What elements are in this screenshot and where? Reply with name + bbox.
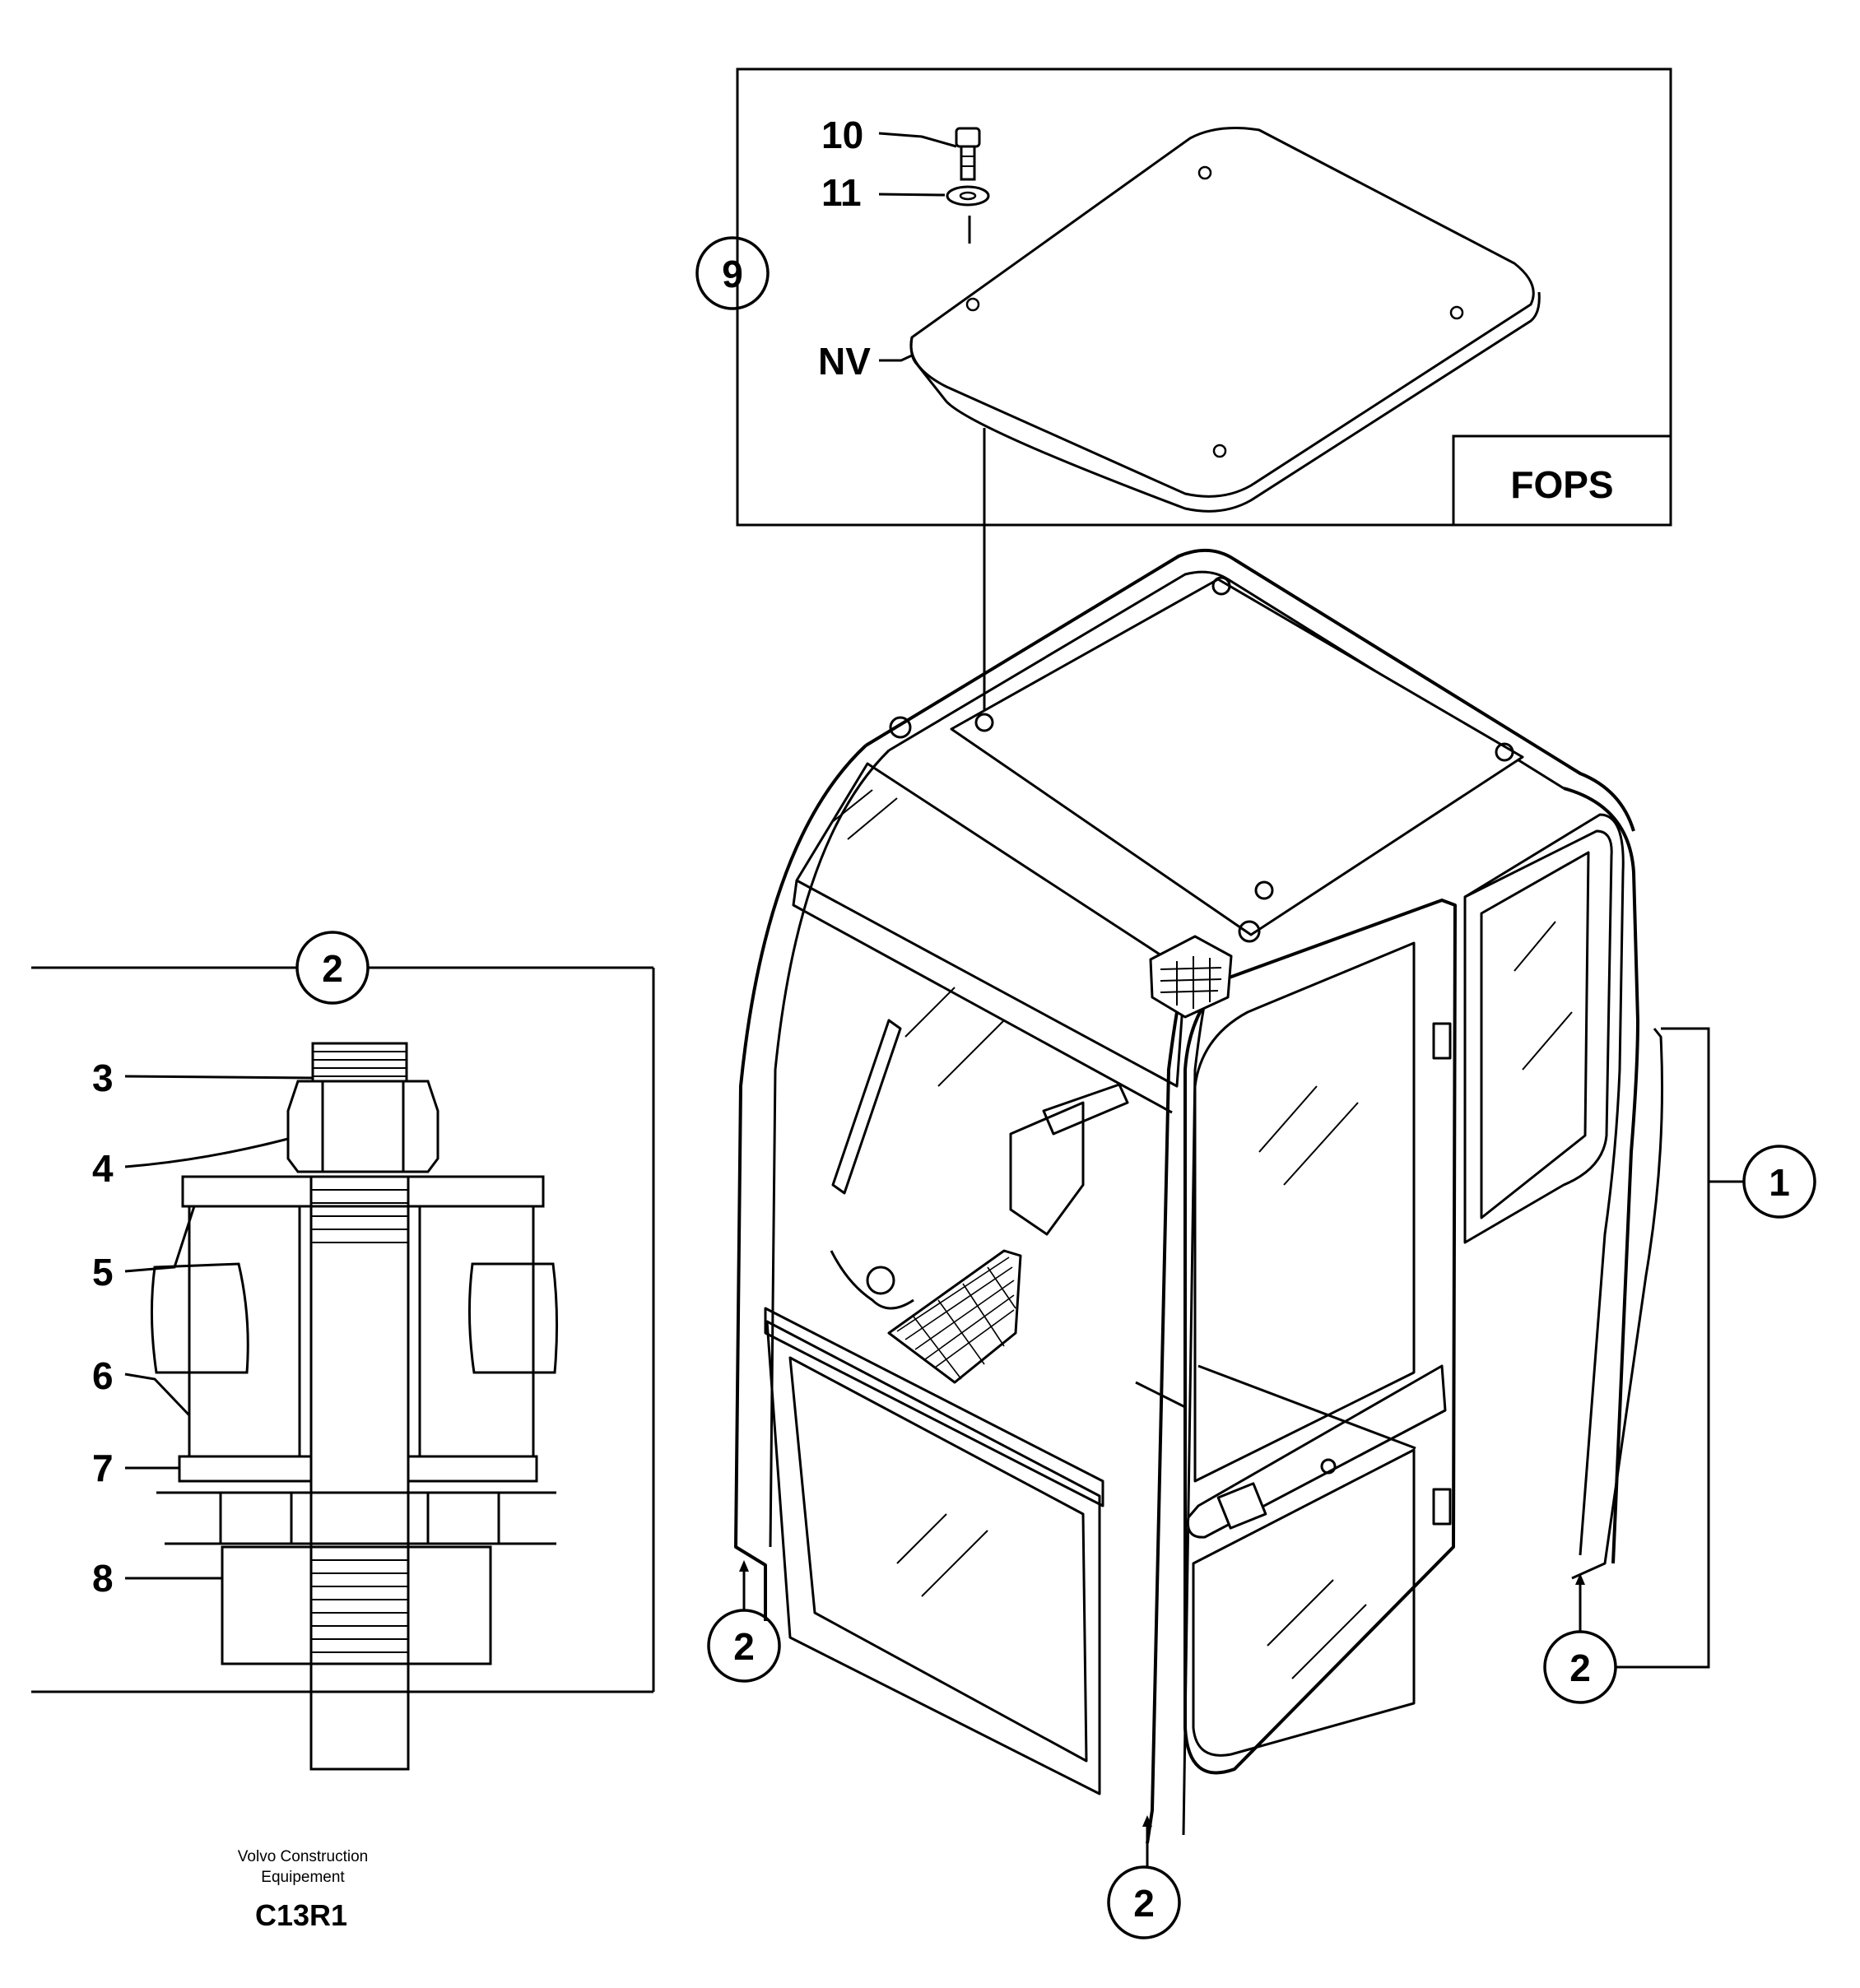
nut-icon xyxy=(286,1080,439,1173)
fops-inset: FOPS 10 11 NV 9 xyxy=(695,67,1672,714)
fops-label: FOPS xyxy=(1510,463,1613,506)
cab-drawing xyxy=(734,548,1664,1844)
circle-callout-1 xyxy=(1742,1145,1816,1219)
circle-callout-2-left-text: 2 xyxy=(733,1625,755,1668)
circle-callout-2-bottom-text: 2 xyxy=(1133,1882,1155,1925)
washer-icon xyxy=(946,185,990,244)
company-line-2: Equipement xyxy=(261,1869,345,1886)
fops-label-box xyxy=(1452,434,1672,527)
fops-plate xyxy=(909,127,1541,513)
circle-callout-9-text: 9 xyxy=(722,253,743,295)
circle-callout-9 xyxy=(695,236,770,310)
callout-3: 3 xyxy=(92,1057,114,1099)
callout-11: 11 xyxy=(821,171,862,214)
callout-8: 8 xyxy=(92,1557,114,1600)
footer: Volvo Construction Equipement C13R1 xyxy=(238,1848,368,1932)
callout-7: 7 xyxy=(92,1447,114,1489)
circle-callout-2-bottom xyxy=(1107,1865,1181,1939)
callout-5: 5 xyxy=(92,1251,114,1294)
callout-10: 10 xyxy=(821,114,863,156)
callout-nv: NV xyxy=(818,340,871,383)
callout-6: 6 xyxy=(92,1354,114,1397)
circle-callout-2-detail xyxy=(295,931,370,1005)
mount-detail: 2 xyxy=(31,931,655,1771)
bolt-icon xyxy=(955,127,981,181)
drawing-code: C13R1 xyxy=(255,1898,347,1932)
circle-callout-2-right-text: 2 xyxy=(1569,1647,1591,1689)
circle-callout-1-text: 1 xyxy=(1769,1161,1790,1204)
callout-4: 4 xyxy=(92,1147,114,1190)
cab-callouts: 1 2 2 2 xyxy=(707,1027,1816,1939)
company-line-1: Volvo Construction xyxy=(238,1848,368,1865)
circle-callout-2-detail-text: 2 xyxy=(322,947,343,990)
fops-inset-frame xyxy=(736,67,1672,527)
